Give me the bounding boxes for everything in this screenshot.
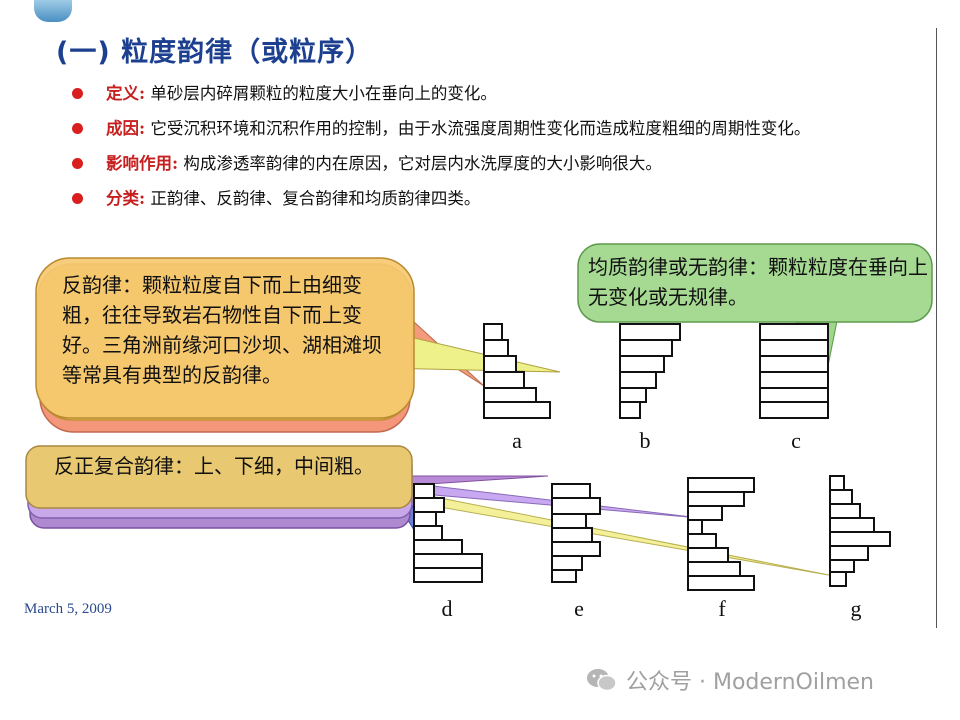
- homogeneous-bubble: [577, 243, 933, 323]
- bullet-dot-icon: [72, 158, 83, 169]
- reverse-rhythm-callout: 反韵律：颗粒粒度自下而上由细变粗，往往导致岩石物性自下而上变好。三角洲前缘河口沙…: [62, 273, 382, 387]
- bullet-text: 单砂层内碎屑颗粒的粒度大小在垂向上的变化。: [150, 84, 497, 103]
- column-labels: a b c d e f g: [442, 428, 862, 621]
- bullet-item: 分类: 正韵律、反韵律、复合韵律和均质韵律四类。: [70, 183, 890, 214]
- composite-rhythm-callout: 反正复合韵律：上、下细，中间粗。: [54, 454, 374, 478]
- bullet-item: 成因: 它受沉积环境和沉积作用的控制，由于水流强度周期性变化而造成粒度粗细的周期…: [70, 113, 896, 144]
- column-d: [413, 483, 483, 583]
- bullet-term: 影响作用:: [106, 154, 179, 173]
- composite-bubble-front: [25, 445, 413, 509]
- bullet-term: 成因:: [106, 119, 146, 138]
- column-e: [551, 483, 601, 583]
- column-f: [687, 477, 755, 591]
- homogeneous-rhythm-callout: 均质韵律或无韵律：颗粒粒度在垂向上无变化或无规律。: [588, 255, 928, 309]
- bullet-dot-icon: [72, 123, 83, 134]
- bullet-term: 定义:: [106, 84, 146, 103]
- wechat-icon: [587, 669, 617, 692]
- column-diagrams: [413, 323, 891, 591]
- column-c: [759, 323, 829, 419]
- bullet-text: 构成渗透率韵律的内在原因，它对层内水洗厚度的大小影响很大。: [183, 154, 662, 173]
- reverse-bubble-front: [35, 257, 415, 419]
- slide-title: (一) 粒度韵律（或粒序）: [56, 37, 374, 68]
- column-g: [829, 475, 891, 587]
- watermark: 公众号 · ModernOilmen: [586, 664, 874, 696]
- bullet-term: 分类:: [106, 189, 146, 208]
- slide-border-line: [936, 28, 937, 628]
- column-label: c: [791, 428, 801, 453]
- bullet-text: 正韵律、反韵律、复合韵律和均质韵律四类。: [150, 189, 481, 208]
- column-label: g: [851, 596, 862, 621]
- bullet-list: 定义: 单砂层内碎屑颗粒的粒度大小在垂向上的变化。 成因: 它受沉积环境和沉积作…: [70, 78, 890, 218]
- bullet-dot-icon: [72, 193, 83, 204]
- column-label: a: [512, 428, 522, 453]
- bullet-text: 它受沉积环境和沉积作用的控制，由于水流强度周期性变化而造成粒度粗细的周期性变化。: [150, 119, 811, 138]
- column-b: [619, 323, 681, 419]
- bullet-item: 影响作用: 构成渗透率韵律的内在原因，它对层内水洗厚度的大小影响很大。: [70, 148, 890, 179]
- bullet-item: 定义: 单砂层内碎屑颗粒的粒度大小在垂向上的变化。: [70, 78, 890, 109]
- bullet-dot-icon: [72, 88, 83, 99]
- column-label: f: [718, 596, 726, 621]
- column-a: [483, 323, 551, 419]
- logo-icon: [34, 0, 72, 22]
- column-label: e: [574, 596, 584, 621]
- footer-date: March 5, 2009: [24, 601, 112, 617]
- column-label: b: [640, 428, 651, 453]
- watermark-text: 公众号 · ModernOilmen: [626, 670, 874, 695]
- column-label: d: [442, 596, 453, 621]
